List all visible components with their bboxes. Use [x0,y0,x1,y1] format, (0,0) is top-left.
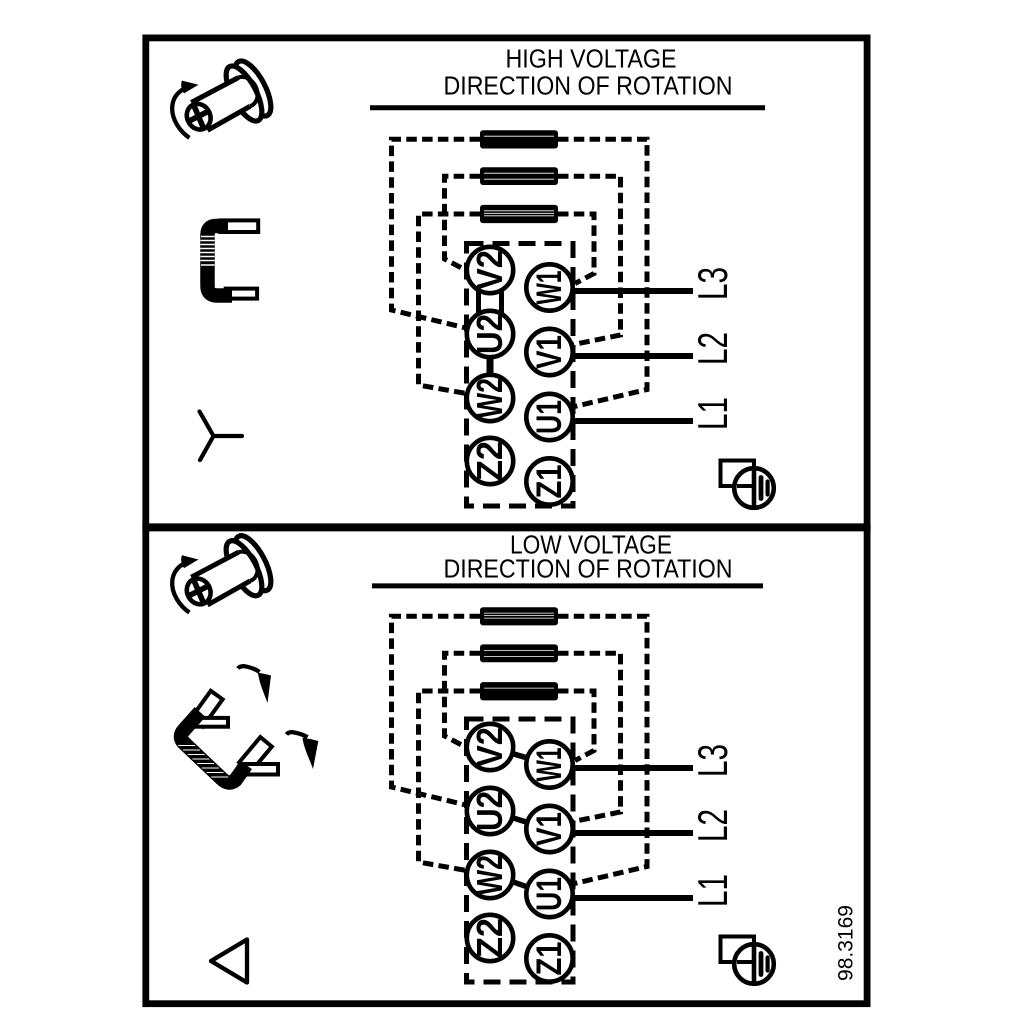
svg-text:W1: W1 [530,271,569,305]
svg-text:LOW VOLTAGE: LOW VOLTAGE [510,529,672,559]
svg-text:V2: V2 [469,250,510,290]
svg-text:L2: L2 [689,809,736,842]
svg-text:U1: U1 [530,400,569,434]
svg-text:DIRECTION OF ROTATION: DIRECTION OF ROTATION [444,71,733,101]
svg-text:DIRECTION OF ROTATION: DIRECTION OF ROTATION [444,554,733,584]
svg-text:W1: W1 [530,748,569,782]
svg-text:V2: V2 [469,727,510,767]
svg-text:L3: L3 [689,267,736,300]
svg-text:Z1: Z1 [530,465,569,499]
svg-text:L1: L1 [689,874,736,907]
svg-text:Z2: Z2 [469,918,510,958]
svg-text:U1: U1 [530,877,569,911]
svg-text:V1: V1 [530,335,569,369]
svg-text:W2: W2 [469,378,510,418]
svg-text:L1: L1 [689,397,736,430]
svg-text:L2: L2 [689,332,736,365]
svg-text:HIGH VOLTAGE: HIGH VOLTAGE [506,43,677,73]
svg-text:Z2: Z2 [469,441,510,481]
svg-text:W2: W2 [469,855,510,895]
svg-text:V1: V1 [530,812,569,846]
svg-text:U2: U2 [469,791,510,831]
svg-text:98.3169: 98.3169 [835,905,858,981]
svg-text:Z1: Z1 [530,942,569,976]
svg-text:L3: L3 [689,744,736,777]
svg-text:U2: U2 [469,314,510,354]
